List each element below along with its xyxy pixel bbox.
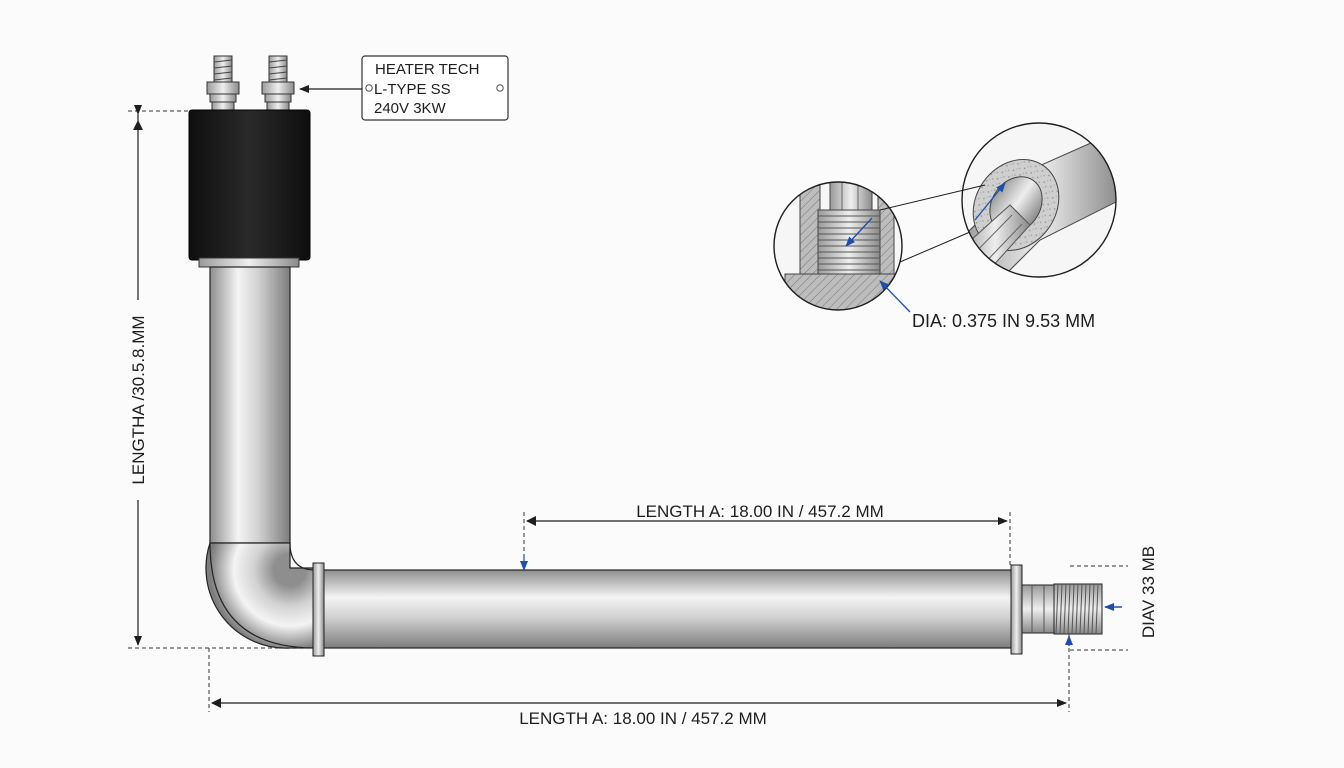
detail-connector-top xyxy=(879,184,986,211)
end-diameter-label: DIAV 33 MB xyxy=(1139,546,1158,638)
detail-diameter-label: DIA: 0.375 IN 9.53 MM xyxy=(912,311,1095,331)
nameplate-line3: 240V 3KW xyxy=(374,100,447,117)
terminal-studs xyxy=(206,55,295,112)
tube-elbow xyxy=(205,542,321,649)
nameplate: HEATER TECH L-TYPE SS 240V 3KW xyxy=(361,55,509,121)
end-diameter-dimension: DIAV 33 MB xyxy=(1065,546,1158,651)
terminal-stud-right xyxy=(261,55,295,112)
inner-length-dimension: LENGTH A: 18.00 IN / 457.2 MM xyxy=(520,502,1011,571)
terminal-box xyxy=(188,109,311,268)
nameplate-line2: L-TYPE SS xyxy=(374,81,451,98)
tube-collar-left xyxy=(312,562,325,657)
horizontal-tube xyxy=(317,569,1019,649)
inner-length-label: LENGTH A: 18.00 IN / 457.2 MM xyxy=(636,502,884,521)
vertical-length-label: LENGTHA /30.5.8.MM xyxy=(129,315,148,484)
terminal-stud-left xyxy=(206,55,240,112)
threaded-end-fitting xyxy=(1021,583,1103,635)
vertical-tube xyxy=(209,266,291,544)
detail-thread-section xyxy=(773,181,903,311)
detail-tube-section xyxy=(961,122,1117,278)
overall-length-label: LENGTH A: 18.00 IN / 457.2 MM xyxy=(519,709,767,728)
detail-connector-bottom xyxy=(899,231,971,263)
tube-collar-right xyxy=(1010,564,1023,655)
overall-length-dimension: LENGTH A: 18.00 IN / 457.2 MM xyxy=(208,634,1070,728)
nameplate-line1: HEATER TECH xyxy=(375,61,479,78)
diameter-leader xyxy=(879,280,911,313)
vertical-dimension: LENGTHA /30.5.8.MM xyxy=(128,105,312,649)
